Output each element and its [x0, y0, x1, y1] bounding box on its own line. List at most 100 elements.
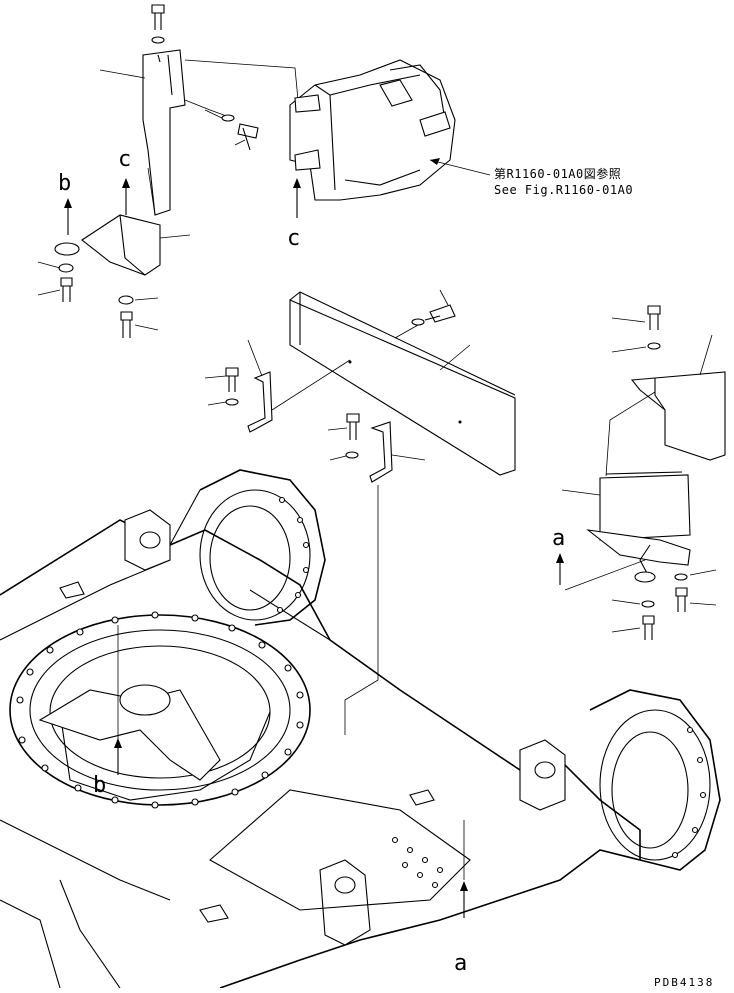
reference-note-en: See Fig.R1160-01A0: [494, 183, 633, 197]
frame-assembly: [0, 469, 721, 989]
top-left-base-fold: [119, 214, 146, 276]
upper-pillow-bore: [139, 531, 161, 549]
right-lower-bolt-head: [675, 587, 688, 597]
callout-c-bottom: c: [287, 226, 300, 251]
leader-beam: [439, 344, 471, 371]
leader-center-clip-bolt: [327, 427, 348, 431]
right-lower-tab: [634, 571, 656, 583]
leader-right-lower-washer: [689, 569, 717, 576]
arrow-a-bottom-head: [460, 881, 468, 891]
side-bolt-head: [237, 123, 259, 139]
left-clip-bolt-head: [225, 367, 239, 377]
arrow-b-top-head: [64, 198, 72, 208]
swing-ring-wall: [59, 711, 271, 801]
right-box-plate: [599, 474, 691, 541]
frame-lower-skirt: [59, 879, 121, 989]
leader-right-lower-bolt: [689, 602, 717, 606]
arrow-c-top-head: [122, 178, 130, 188]
leader-bolt-center: [134, 324, 159, 331]
callout-b-top: b: [58, 171, 71, 196]
duct-flange: [389, 64, 446, 121]
left-lower-washer: [58, 263, 74, 273]
leader-center-clip-washer: [329, 455, 347, 461]
center-clip-bolt-head: [346, 413, 360, 423]
right-bottom-washer: [641, 600, 655, 608]
mid-tab: [409, 789, 435, 806]
lower-pillow-bore: [334, 876, 356, 894]
center-clip-washer: [345, 451, 359, 459]
swing-ring-cross-member: [38, 689, 221, 781]
center-clip-bolt-shank: [349, 422, 357, 440]
duct-flange-cutout: [379, 79, 413, 107]
duct-housing-ribs: [344, 169, 421, 186]
top-bolt-head: [151, 4, 165, 14]
right-bottom-bolt-shank: [644, 624, 653, 640]
left-tab: [59, 581, 85, 599]
leader-left-clip-washer: [207, 401, 227, 406]
upper-trunnion-outer: [199, 469, 326, 626]
left-clip-washer: [225, 398, 239, 406]
right-top-washer: [647, 342, 661, 350]
leader-right-plate-link: [605, 391, 656, 477]
swing-ring-inner: [29, 629, 291, 791]
leader-right-washer: [611, 346, 647, 353]
center-clip: [369, 421, 393, 483]
leader-duct-ref-arrow: [430, 158, 440, 165]
leader-plate-lower: [147, 167, 156, 216]
bottom-plate-bolt-holes: [391, 836, 444, 889]
arrow-b-bottom-head: [114, 738, 122, 748]
duct-mount-bottom: [294, 149, 321, 171]
bottom-tab: [199, 904, 229, 923]
right-trunnion: [519, 689, 721, 871]
frame-top-edge: [0, 559, 171, 641]
reference-note-jp: 第R1160-01A0図参照: [494, 166, 621, 181]
upper-trunnion: [124, 469, 326, 626]
leader-right-lower-bracket: [564, 559, 646, 591]
callout-a-top: a: [552, 526, 565, 551]
right-pillow-bore: [534, 761, 556, 779]
frame-corner: [0, 899, 61, 989]
right-box-top-lip: [605, 471, 683, 475]
bottom-pocket: [209, 789, 471, 911]
leader-beam-bolt: [439, 289, 449, 306]
duct-housing-group: [289, 59, 491, 218]
upper-trunnion-bore: [209, 505, 291, 611]
leader-right-box: [561, 489, 601, 496]
beam-bolt-head: [429, 304, 456, 323]
right-top-bolt-shank: [649, 314, 659, 330]
right-trunnion-bore: [611, 731, 689, 849]
center-lower-bolt-head: [120, 311, 133, 321]
leader-base: [159, 234, 191, 239]
side-bolt-shank: [242, 127, 251, 151]
top-left-bracket-group: [37, 4, 299, 338]
figure-code: PDB4138: [654, 976, 714, 988]
right-trunnion-bolt-holes: [671, 726, 707, 859]
right-lower-bolt-shank: [677, 596, 686, 612]
swing-ring-bolt-holes: [16, 611, 304, 809]
right-lower-bracket: [586, 529, 691, 566]
right-lower-bracket-tab: [639, 544, 651, 576]
upper-trunnion-link: [169, 489, 201, 546]
leader-left-clip-bolt: [204, 375, 227, 379]
swing-ring: [9, 611, 311, 809]
right-upper-plate-fold: [654, 378, 666, 411]
leader-right-bottom-washer: [611, 599, 641, 605]
leader-right-bottom-bolt: [611, 627, 641, 633]
leader-left-clip-to-beam: [271, 359, 351, 411]
left-lower-bolt-head: [60, 277, 73, 287]
side-washer: [221, 114, 235, 122]
leader-bolt-left: [37, 289, 61, 296]
top-left-vertical-plate: [142, 49, 186, 216]
leader-left-clip: [247, 339, 263, 377]
swing-ring-outer: [9, 614, 311, 806]
center-lower-bolt-shank: [122, 320, 131, 338]
leader-duct-ref: [429, 159, 491, 176]
duct-mount-top: [294, 94, 321, 113]
arrow-c-bottom-head: [293, 178, 301, 188]
leader-plate: [99, 69, 146, 79]
top-washer: [151, 36, 165, 44]
frame-lower-edge: [0, 819, 171, 901]
right-bottom-bolt-head: [642, 615, 655, 625]
